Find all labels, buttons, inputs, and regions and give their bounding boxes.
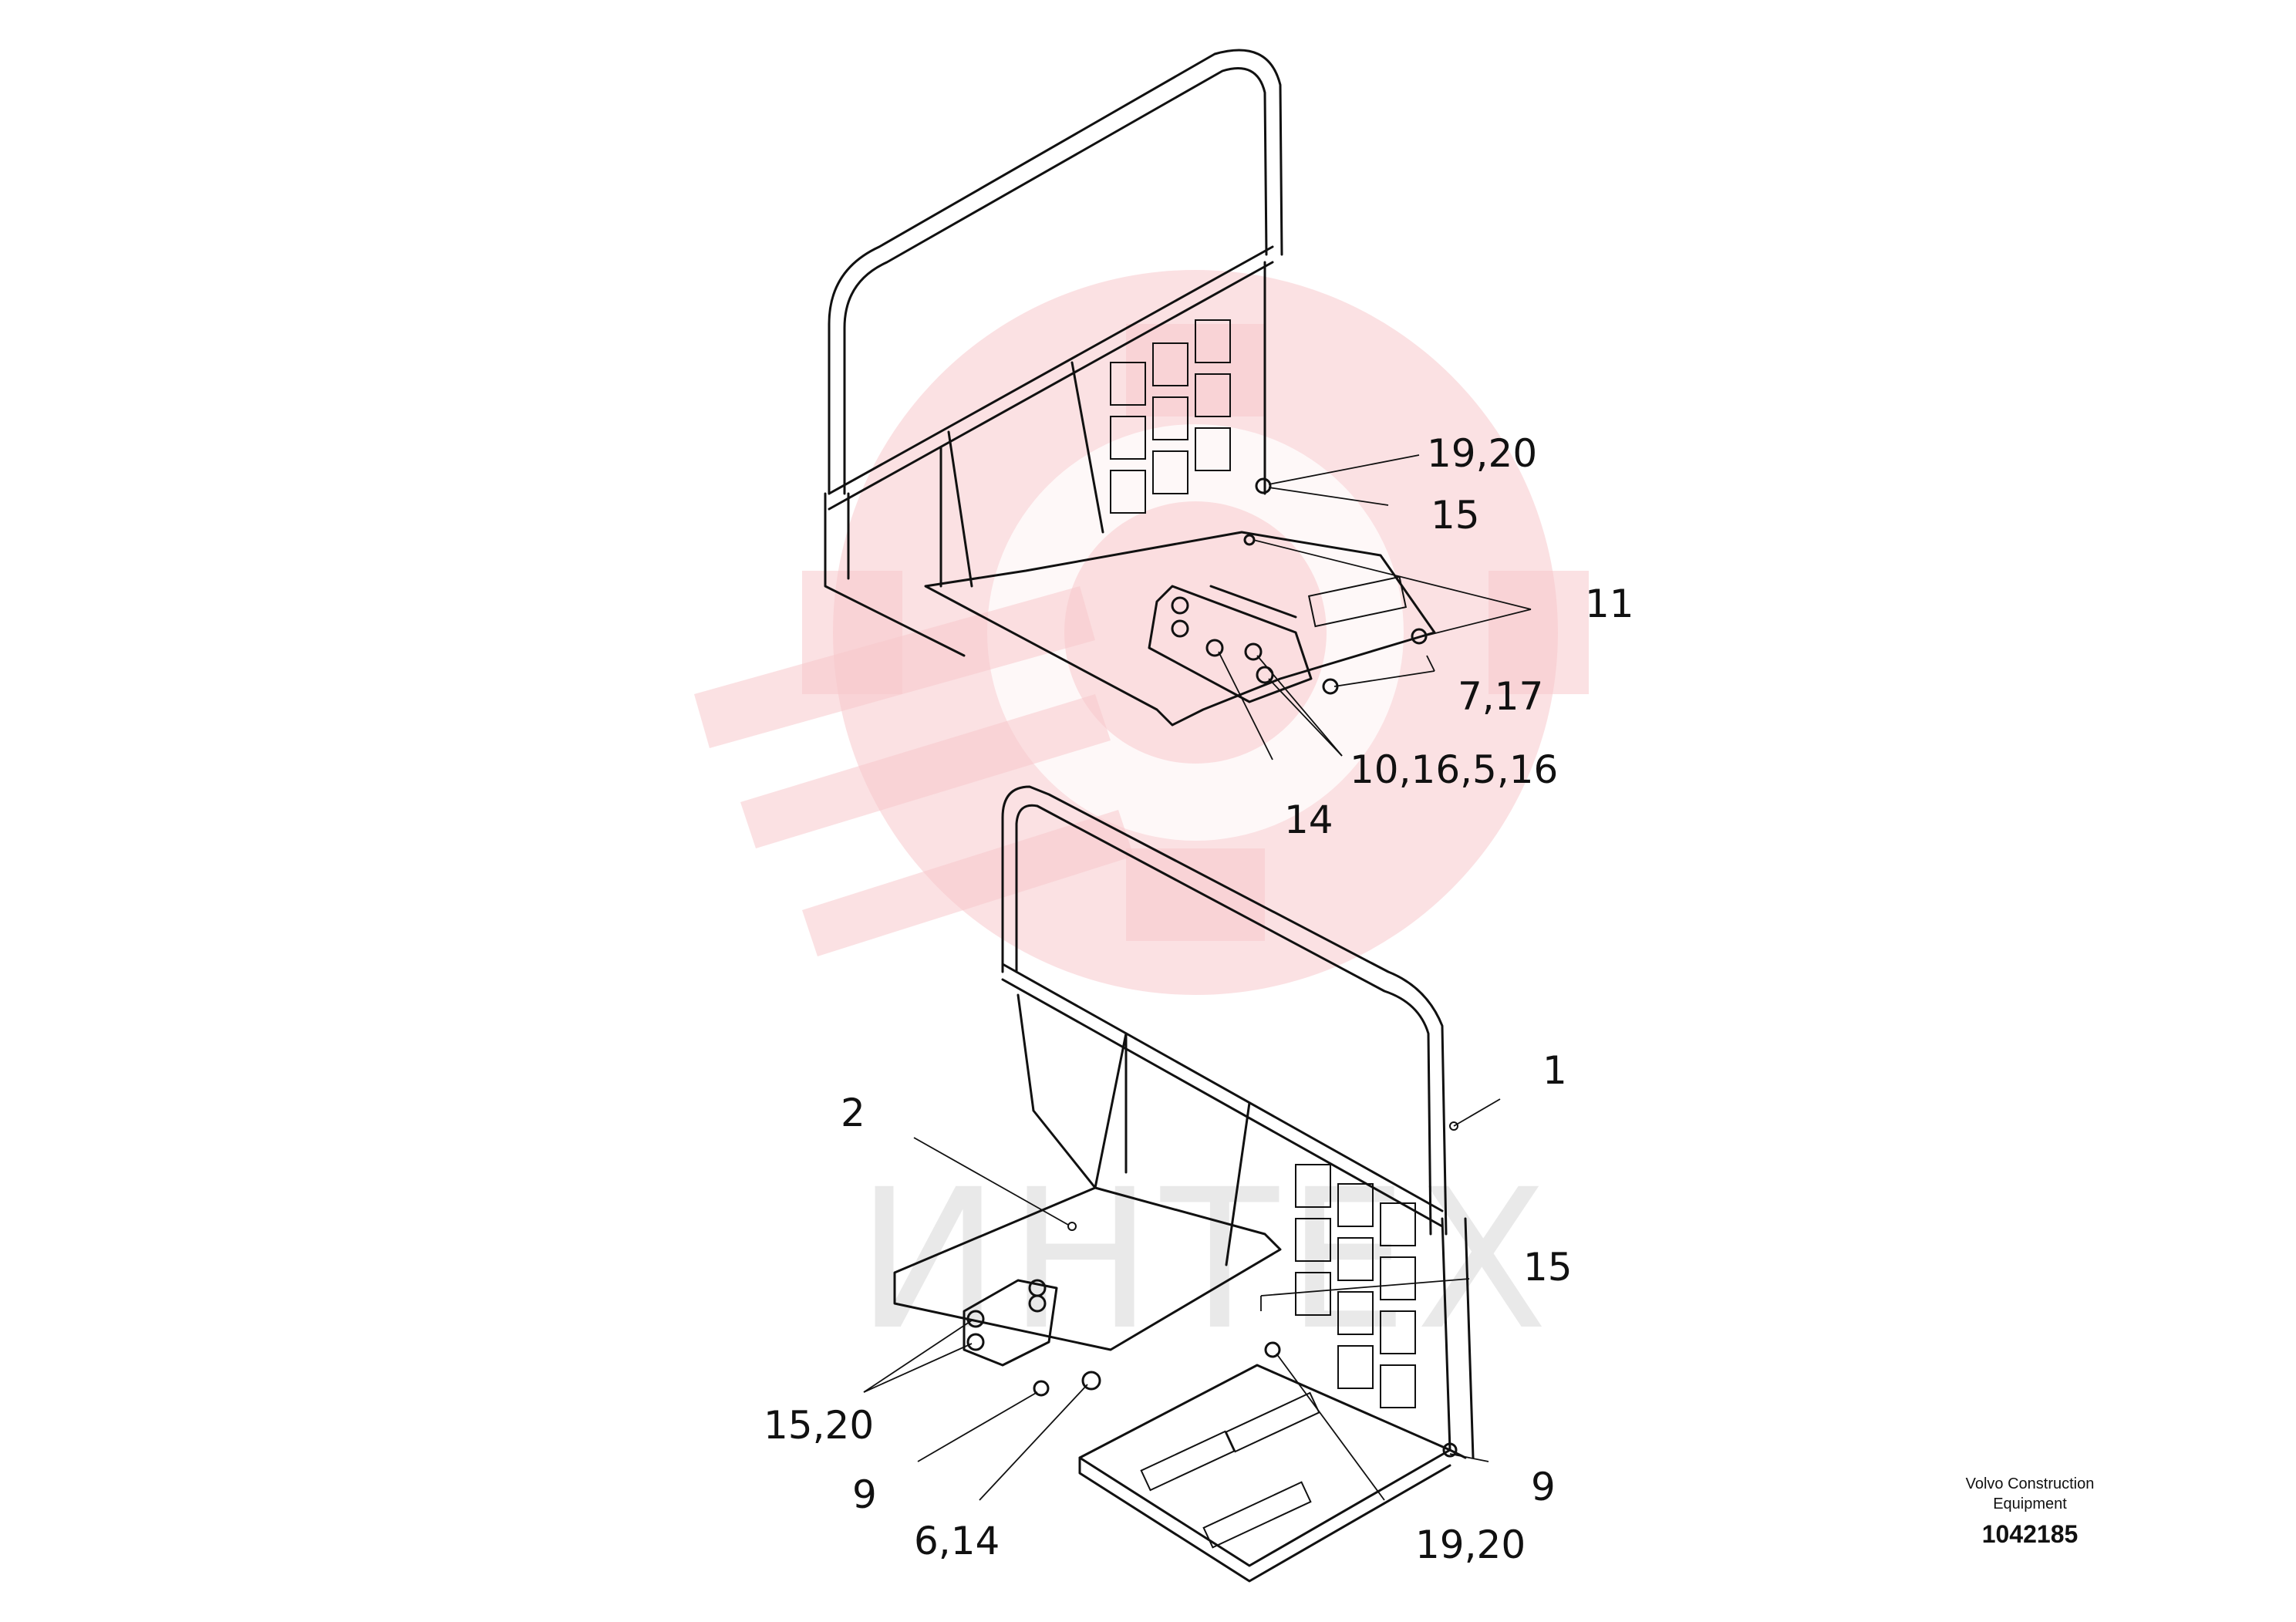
- lower-assembly: [893, 785, 1475, 1583]
- callout-bot-9-left: 9: [852, 1472, 877, 1517]
- callout-labels: 19,20 15 11 7,17 10,16,5,16 14 1 2 15 15…: [764, 431, 1634, 1567]
- callout-top-10-16-5-16: 10,16,5,16: [1350, 747, 1558, 792]
- callout-top-15: 15: [1431, 493, 1480, 538]
- leader-lines: [863, 454, 1532, 1501]
- callout-top-11: 11: [1585, 582, 1634, 626]
- document-number: 1042185: [1982, 1520, 2079, 1548]
- callout-bot-15-20: 15,20: [764, 1403, 874, 1448]
- callout-bot-6-14: 6,14: [914, 1519, 1000, 1563]
- callout-bot-15: 15: [1523, 1245, 1573, 1290]
- callout-bot-19-20: 19,20: [1415, 1523, 1526, 1567]
- brand-line-2: Equipment: [1993, 1496, 2067, 1512]
- callout-bot-9-right: 9: [1531, 1465, 1556, 1509]
- callout-top-7-17: 7,17: [1458, 674, 1543, 719]
- brand-line-1: Volvo Construction: [1966, 1475, 2095, 1492]
- upper-assembly: [824, 49, 1436, 727]
- callout-top-19-20: 19,20: [1427, 431, 1537, 476]
- callout-top-14: 14: [1284, 798, 1333, 842]
- callout-bot-1: 1: [1542, 1048, 1567, 1093]
- callout-bot-2: 2: [841, 1091, 865, 1135]
- document-footer: Volvo Construction Equipment 1042185: [1966, 1475, 2095, 1548]
- watermark-text: ИНТЕХ: [856, 1148, 1556, 1372]
- watermark-gear-logo: [694, 270, 1589, 995]
